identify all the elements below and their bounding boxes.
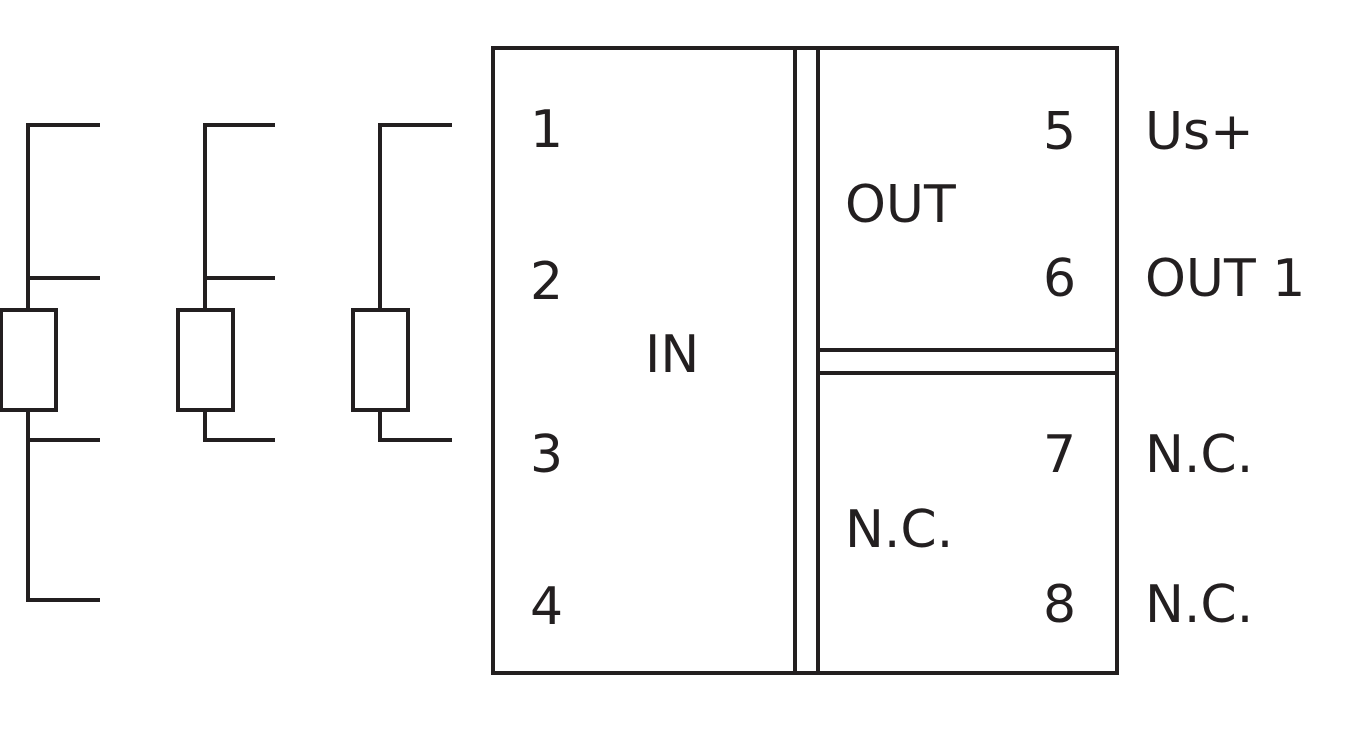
nc-block-label: N.C. — [845, 500, 953, 560]
sensor-4-wire — [0, 123, 100, 602]
input-block-label: IN — [645, 325, 699, 385]
terminal-8-function: N.C. — [1145, 575, 1253, 635]
terminal-5: 5 — [1043, 102, 1076, 162]
terminal-7: 7 — [1043, 425, 1076, 485]
module-box — [491, 46, 1119, 675]
terminal-3: 3 — [530, 425, 563, 485]
terminal-1: 1 — [530, 100, 563, 160]
terminal-2: 2 — [530, 252, 563, 312]
terminal-8: 8 — [1043, 575, 1076, 635]
terminal-6-function: OUT 1 — [1145, 249, 1305, 309]
resistor-icon — [176, 308, 235, 412]
terminal-5-function: Us+ — [1145, 102, 1254, 162]
terminal-4: 4 — [530, 577, 563, 637]
terminal-6: 6 — [1043, 249, 1076, 309]
resistor-icon — [351, 308, 410, 412]
output-block-label: OUT — [845, 175, 956, 235]
sensor-2-wire — [351, 123, 452, 442]
terminal-7-function: N.C. — [1145, 425, 1253, 485]
sensor-3-wire — [176, 123, 275, 442]
resistor-icon — [0, 308, 58, 412]
